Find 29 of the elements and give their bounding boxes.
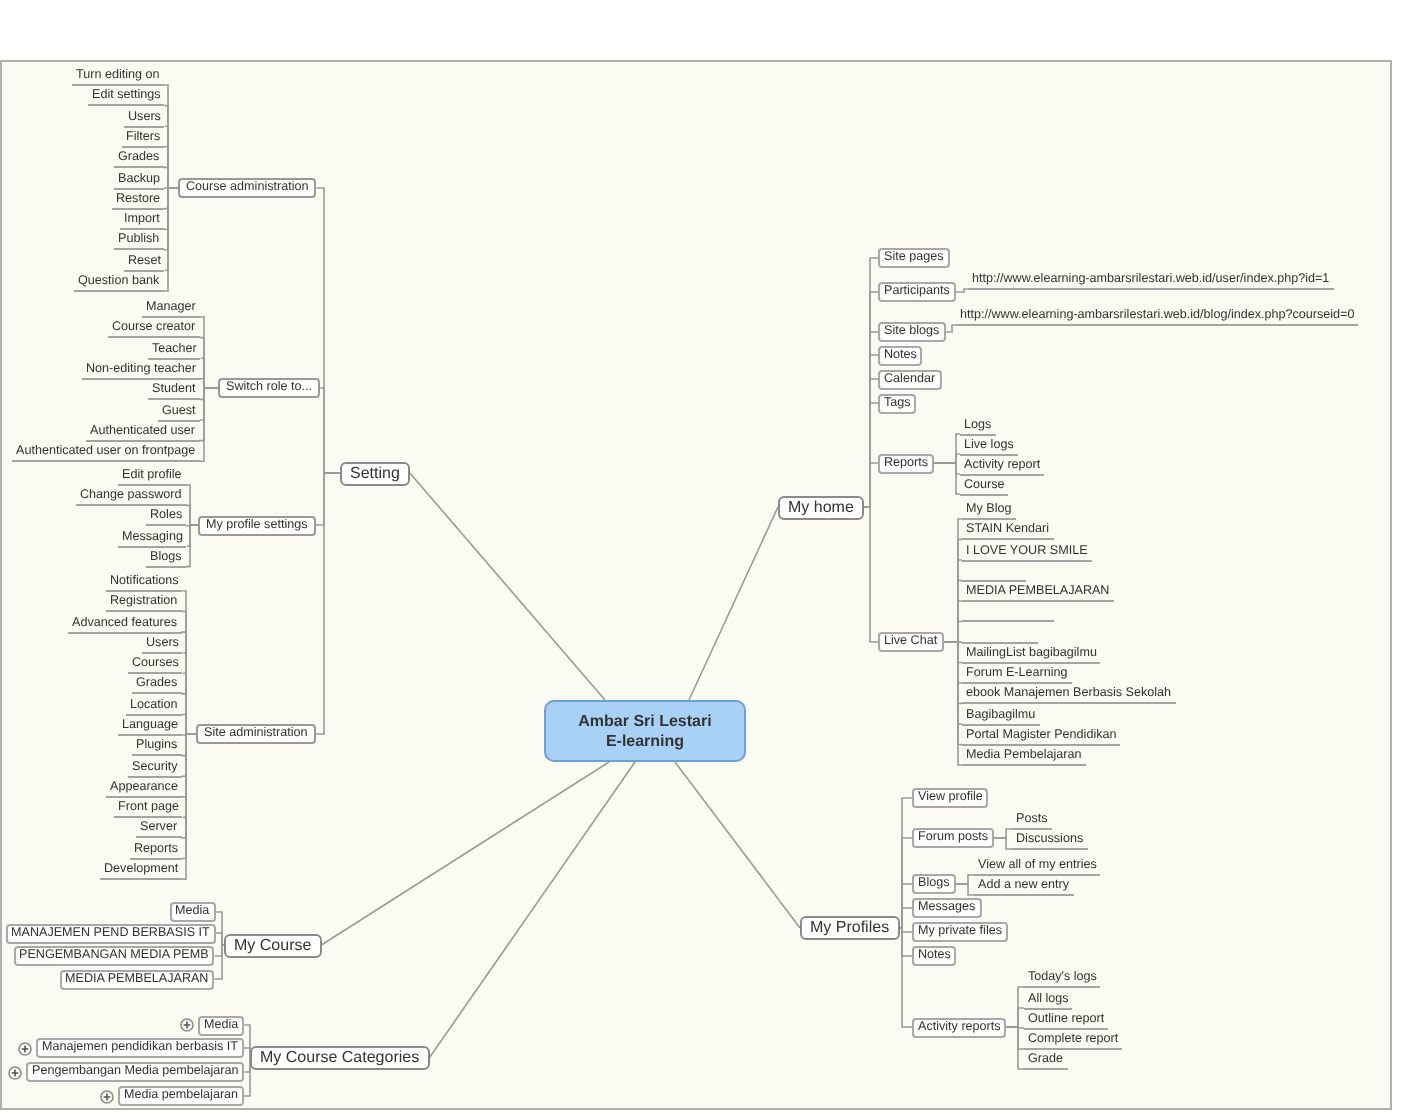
main-topic: My Course Categories	[250, 1046, 430, 1070]
connector-line	[954, 883, 975, 896]
main-topic: My Course	[224, 933, 322, 957]
connector-line	[213, 944, 225, 980]
connector-line	[944, 324, 957, 333]
central-topic: Ambar Sri Lestari E-learning	[544, 700, 746, 762]
connector-line	[184, 524, 199, 568]
connector-line	[942, 641, 963, 766]
connector-line	[1005, 1026, 1025, 1070]
topic-underline	[962, 620, 1054, 623]
connector-line	[320, 761, 610, 946]
main-topic: My Profiles	[800, 916, 900, 940]
connector-line	[993, 837, 1013, 850]
connector-line	[409, 472, 606, 701]
connector-line	[428, 761, 636, 1059]
main-topic: Setting	[340, 461, 410, 485]
connector-line	[933, 462, 961, 495]
connector-line	[674, 761, 801, 929]
connector-line	[863, 506, 879, 643]
connector-line	[955, 288, 969, 293]
connector-line	[162, 187, 179, 292]
connector-line	[863, 462, 879, 508]
main-topic: My home	[778, 495, 864, 519]
topic-underline	[962, 579, 1026, 582]
connector-line	[314, 472, 341, 735]
topic-underline	[962, 641, 1038, 643]
connector-line	[898, 927, 913, 1028]
connector-line	[214, 932, 225, 946]
connector-line	[688, 506, 779, 701]
